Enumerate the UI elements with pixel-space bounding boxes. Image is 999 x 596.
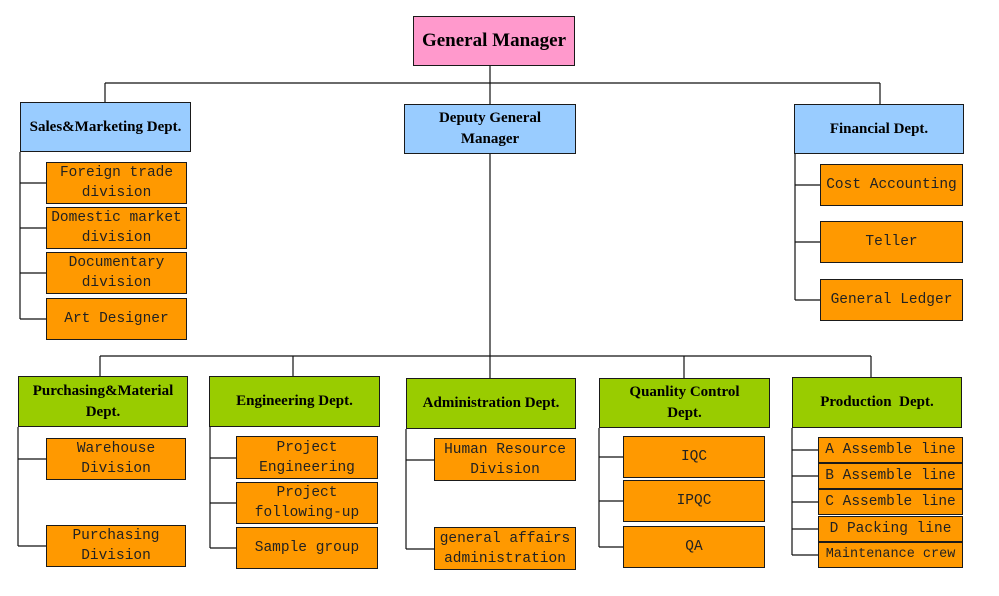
project-engineering: Project Engineering: [236, 436, 378, 479]
art-designer: Art Designer: [46, 298, 187, 340]
sales-marketing-dept: Sales&Marketing Dept.: [20, 102, 191, 152]
general-manager-box: General Manager: [413, 16, 575, 66]
administration-dept: Administration Dept.: [406, 378, 576, 429]
documentary-division: Documentary division: [46, 252, 187, 294]
financial-dept: Financial Dept.: [794, 104, 964, 154]
qa: QA: [623, 526, 765, 568]
purchasing-material-dept: Purchasing&Material Dept.: [18, 376, 188, 427]
teller: Teller: [820, 221, 963, 263]
ipqc: IPQC: [623, 480, 765, 522]
a-assemble-line: A Assemble line: [818, 437, 963, 463]
production-dept: Production Dept.: [792, 377, 962, 428]
purchasing-division: Purchasing Division: [46, 525, 186, 567]
sample-group: Sample group: [236, 527, 378, 569]
cost-accounting: Cost Accounting: [820, 164, 963, 206]
deputy-general-manager: Deputy General Manager: [404, 104, 576, 154]
engineering-dept: Engineering Dept.: [209, 376, 380, 427]
warehouse-division: Warehouse Division: [46, 438, 186, 480]
domestic-market-division: Domestic market division: [46, 207, 187, 249]
quality-control-dept: Quanlity Control Dept.: [599, 378, 770, 428]
c-assemble-line: C Assemble line: [818, 489, 963, 515]
project-following-up: Project following-up: [236, 482, 378, 524]
iqc: IQC: [623, 436, 765, 478]
b-assemble-line: B Assemble line: [818, 463, 963, 489]
d-packing-line: D Packing line: [818, 516, 963, 542]
foreign-trade-division: Foreign trade division: [46, 162, 187, 204]
general-affairs-administration: general affairs administration: [434, 527, 576, 570]
human-resource-division: Human Resource Division: [434, 438, 576, 481]
maintenance-crew: Maintenance crew: [818, 542, 963, 568]
general-ledger: General Ledger: [820, 279, 963, 321]
